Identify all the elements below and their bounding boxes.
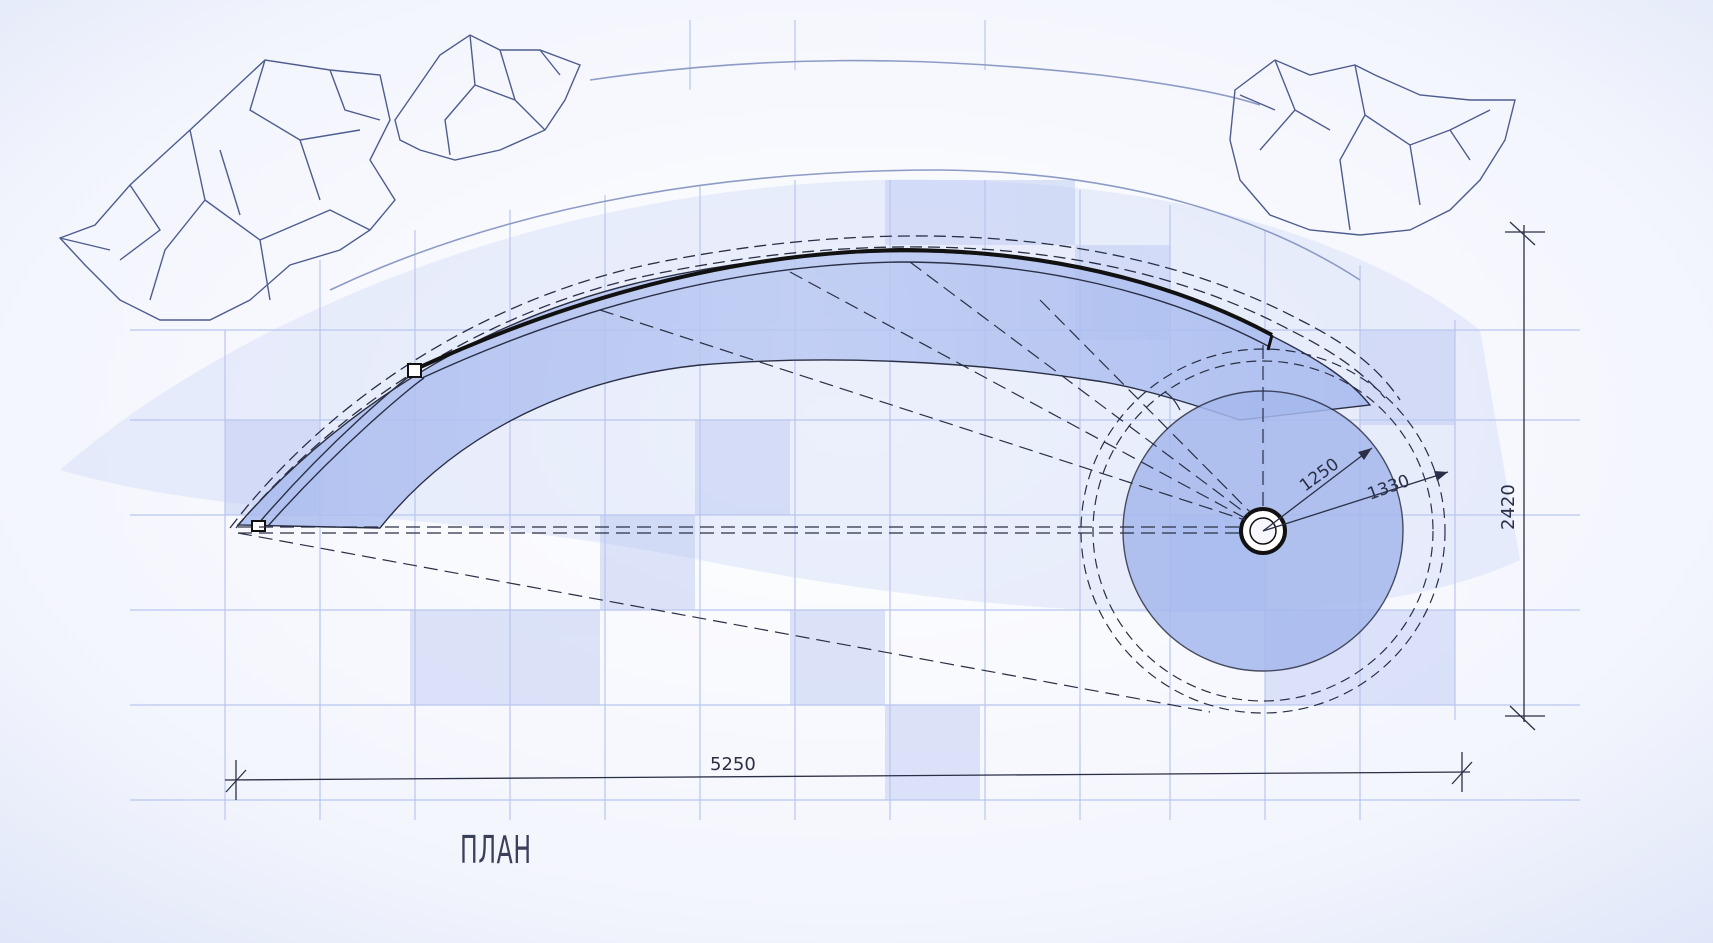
tree-sketch-left (58, 59, 396, 321)
platform-outline-dashed (229, 235, 1401, 529)
platform-shape (236, 251, 1372, 529)
width-dimension-label: 2420 (1498, 484, 1519, 530)
tile-pattern (225, 180, 1455, 800)
bench-rail (251, 247, 1274, 532)
bench-support-end (251, 520, 266, 532)
curved-platform (236, 251, 1372, 529)
length-dimension-label: 5250 (710, 754, 756, 775)
plan-caption: ПЛАН (460, 828, 532, 872)
path-arcs (329, 59, 1361, 291)
bench-support-left (407, 363, 422, 378)
tree-sketch-right (1229, 59, 1516, 236)
disc-outline-dashed-inner (1092, 360, 1434, 702)
width-dimension: 2420 (1498, 221, 1545, 731)
construction-lines (237, 261, 1264, 713)
tree-sketch-middle (394, 34, 581, 161)
length-dimension: 5250 (224, 752, 1473, 800)
